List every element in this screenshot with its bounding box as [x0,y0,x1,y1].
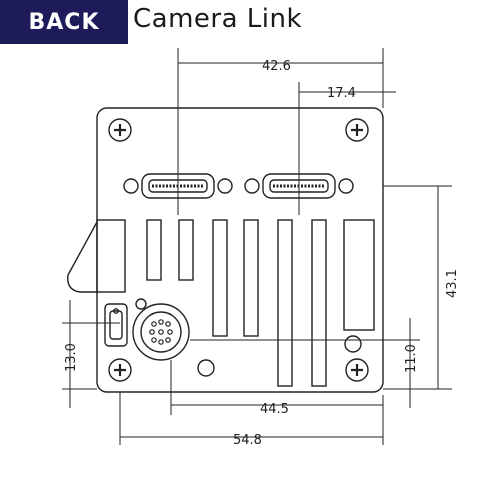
page-title: Camera Link [133,4,303,34]
dim-label-17-4: 17.4 [327,86,356,101]
dim-label-13-0: 13.0 [64,343,79,372]
dim-label-43-1: 43.1 [445,269,460,298]
status-led [344,335,362,353]
dim-label-42-6: 42.6 [262,59,291,74]
usb-port [104,303,128,347]
screw-bottom-left [108,358,132,382]
dim-label-11-0: 11.0 [404,344,419,373]
cooling-slots [96,219,375,387]
screw-top-left [108,118,132,142]
side-tab [67,221,98,293]
screw-bottom-right [345,358,369,382]
circular-connector [132,298,215,377]
dim-label-54-8: 54.8 [233,433,262,448]
screw-top-right [345,118,369,142]
back-button[interactable]: BACK [0,0,128,44]
dim-label-44-5: 44.5 [260,402,289,417]
